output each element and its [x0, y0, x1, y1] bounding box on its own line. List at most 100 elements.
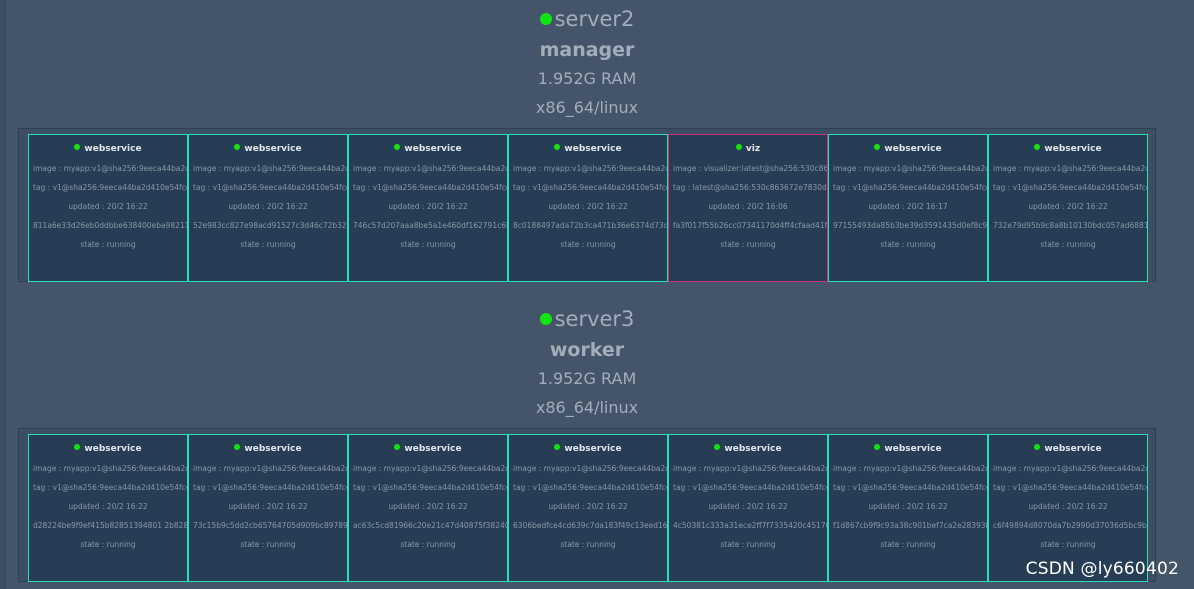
- task-image: image : myapp:v1@sha256:9eeca44ba2d410e5…: [193, 164, 348, 173]
- task-state: state : running: [240, 540, 296, 549]
- node-title: server2: [0, 5, 1174, 33]
- task-card[interactable]: webservice image : myapp:v1@sha256:9eeca…: [828, 134, 988, 282]
- task-tag: tag : v1@sha256:9eeca44ba2d410e54fccd: [193, 483, 348, 492]
- task-name: webservice: [724, 444, 782, 454]
- node-role: worker: [549, 339, 625, 361]
- task-id: d28224be9f9ef415b82851394801 2b828a: [33, 521, 188, 530]
- task-state: state : running: [880, 240, 936, 249]
- task-title: webservice: [189, 143, 347, 155]
- task-image: image : myapp:v1@sha256:9eeca44ba2d410e5…: [673, 464, 828, 473]
- node-role: manager: [539, 39, 635, 61]
- task-card[interactable]: webservice image : myapp:v1@sha256:9eeca…: [828, 434, 988, 582]
- task-tag: tag : v1@sha256:9eeca44ba2d410e54fccd: [833, 183, 988, 192]
- running-dot-icon: [874, 444, 881, 450]
- node-section-server3: server3 worker 1.952G RAM x86_64/linux w…: [0, 300, 1174, 589]
- task-title: webservice: [349, 443, 507, 455]
- task-id: fa3f017f55b26cc07341170d4ff4cfaad41f3: [673, 221, 828, 230]
- task-name: webservice: [84, 144, 142, 154]
- task-row: webservice image : myapp:v1@sha256:9eeca…: [18, 128, 1156, 282]
- task-name: webservice: [244, 444, 302, 454]
- task-updated: updated : 20/2 16:06: [708, 202, 788, 211]
- task-updated: updated : 20/2 16:22: [68, 502, 148, 511]
- task-card[interactable]: webservice image : myapp:v1@sha256:9eeca…: [188, 134, 348, 282]
- task-tag: tag : v1@sha256:9eeca44ba2d410e54fccd: [993, 483, 1148, 492]
- task-title: webservice: [189, 443, 347, 455]
- running-dot-icon: [1034, 444, 1041, 450]
- task-image: image : myapp:v1@sha256:9eeca44ba2d410e5…: [33, 464, 188, 473]
- running-dot-icon: [394, 144, 401, 150]
- task-id: 73c15b9c5dd2cb65764705d909bc89789c: [193, 521, 348, 530]
- task-state: state : running: [400, 540, 456, 549]
- node-section-server2: server2 manager 1.952G RAM x86_64/linux …: [0, 0, 1174, 288]
- task-updated: updated : 20/2 16:22: [548, 202, 628, 211]
- task-id: 6306bedfce4cd639c7da183f49c13eed165: [513, 521, 668, 530]
- task-id: 4c50381c333a31ece2ff7f7335420c45170: [673, 521, 828, 530]
- task-card[interactable]: webservice image : myapp:v1@sha256:9eeca…: [348, 134, 508, 282]
- node-arch: x86_64/linux: [535, 98, 639, 117]
- status-dot-icon: [539, 313, 552, 325]
- task-state: state : running: [80, 240, 136, 249]
- task-card[interactable]: webservice image : myapp:v1@sha256:9eeca…: [508, 434, 668, 582]
- task-title: webservice: [29, 443, 187, 455]
- task-title: webservice: [989, 443, 1147, 455]
- left-edge-bar: [0, 0, 6, 589]
- task-card[interactable]: webservice image : myapp:v1@sha256:9eeca…: [28, 134, 188, 282]
- task-state: state : running: [560, 240, 616, 249]
- task-updated: updated : 20/2 16:22: [548, 502, 628, 511]
- running-dot-icon: [735, 144, 742, 150]
- task-card[interactable]: webservice image : myapp:v1@sha256:9eeca…: [668, 434, 828, 582]
- running-dot-icon: [554, 444, 561, 450]
- task-name: webservice: [404, 444, 462, 454]
- task-card[interactable]: webservice image : myapp:v1@sha256:9eeca…: [28, 434, 188, 582]
- task-id: 97155493da85b3be39d3591435d0ef8c9a: [833, 221, 988, 230]
- task-id: 52e983cc827e98acd91527c3d46c72b32b: [193, 221, 348, 230]
- task-image: image : myapp:v1@sha256:9eeca44ba2d410e5…: [993, 464, 1148, 473]
- task-image: image : myapp:v1@sha256:9eeca44ba2d410e5…: [513, 164, 668, 173]
- task-updated: updated : 20/2 16:22: [1028, 202, 1108, 211]
- task-tag: tag : v1@sha256:9eeca44ba2d410e54fccd: [193, 183, 348, 192]
- task-name: webservice: [884, 444, 942, 454]
- task-state: state : running: [720, 540, 776, 549]
- task-card-viz[interactable]: viz image : visualizer:latest@sha256:530…: [668, 134, 828, 282]
- task-state: state : running: [1040, 540, 1096, 549]
- running-dot-icon: [874, 144, 881, 150]
- task-card[interactable]: webservice image : myapp:v1@sha256:9eeca…: [508, 134, 668, 282]
- task-tag: tag : v1@sha256:9eeca44ba2d410e54fccd: [33, 483, 188, 492]
- status-dot-icon: [539, 13, 552, 25]
- task-updated: updated : 20/2 16:22: [388, 202, 468, 211]
- task-image: image : myapp:v1@sha256:9eeca44ba2d410e5…: [833, 464, 988, 473]
- node-ram: 1.952G RAM: [537, 369, 637, 388]
- watermark: CSDN @ly660402: [1025, 559, 1179, 579]
- task-state: state : running: [80, 540, 136, 549]
- task-title: webservice: [989, 143, 1147, 155]
- task-updated: updated : 20/2 16:22: [228, 502, 308, 511]
- task-tag: tag : v1@sha256:9eeca44ba2d410e54fccd: [353, 483, 508, 492]
- task-updated: updated : 20/2 16:22: [868, 502, 948, 511]
- task-tag: tag : v1@sha256:9eeca44ba2d410e54fccd: [993, 183, 1148, 192]
- running-dot-icon: [234, 144, 241, 150]
- task-name: webservice: [564, 444, 622, 454]
- task-updated: updated : 20/2 16:22: [708, 502, 788, 511]
- task-state: state : running: [720, 240, 776, 249]
- task-id: 732e79d95b9c8a8b10130bdc057ad6881: [993, 221, 1148, 230]
- running-dot-icon: [394, 444, 401, 450]
- task-updated: updated : 20/2 16:22: [228, 202, 308, 211]
- task-card[interactable]: webservice image : myapp:v1@sha256:9eeca…: [188, 434, 348, 582]
- task-card[interactable]: webservice image : myapp:v1@sha256:9eeca…: [988, 134, 1148, 282]
- node-name: server2: [554, 7, 635, 31]
- running-dot-icon: [1034, 144, 1041, 150]
- task-id: ac63c5cd81966c20e21c47d40875f38240: [353, 521, 508, 530]
- task-state: state : running: [240, 240, 296, 249]
- task-image: image : myapp:v1@sha256:9eeca44ba2d410e5…: [833, 164, 988, 173]
- task-card[interactable]: webservice image : myapp:v1@sha256:9eeca…: [348, 434, 508, 582]
- task-title: webservice: [509, 143, 667, 155]
- task-state: state : running: [1040, 240, 1096, 249]
- running-dot-icon: [714, 444, 721, 450]
- task-tag: tag : v1@sha256:9eeca44ba2d410e54fccd: [33, 183, 188, 192]
- task-title: webservice: [669, 443, 827, 455]
- task-name: webservice: [1044, 444, 1102, 454]
- task-state: state : running: [880, 540, 936, 549]
- task-card[interactable]: webservice image : myapp:v1@sha256:9eeca…: [988, 434, 1148, 582]
- node-name: server3: [554, 307, 635, 331]
- task-id: f1d867cb9f9c93a38c901bef7ca2e28393b: [833, 521, 988, 530]
